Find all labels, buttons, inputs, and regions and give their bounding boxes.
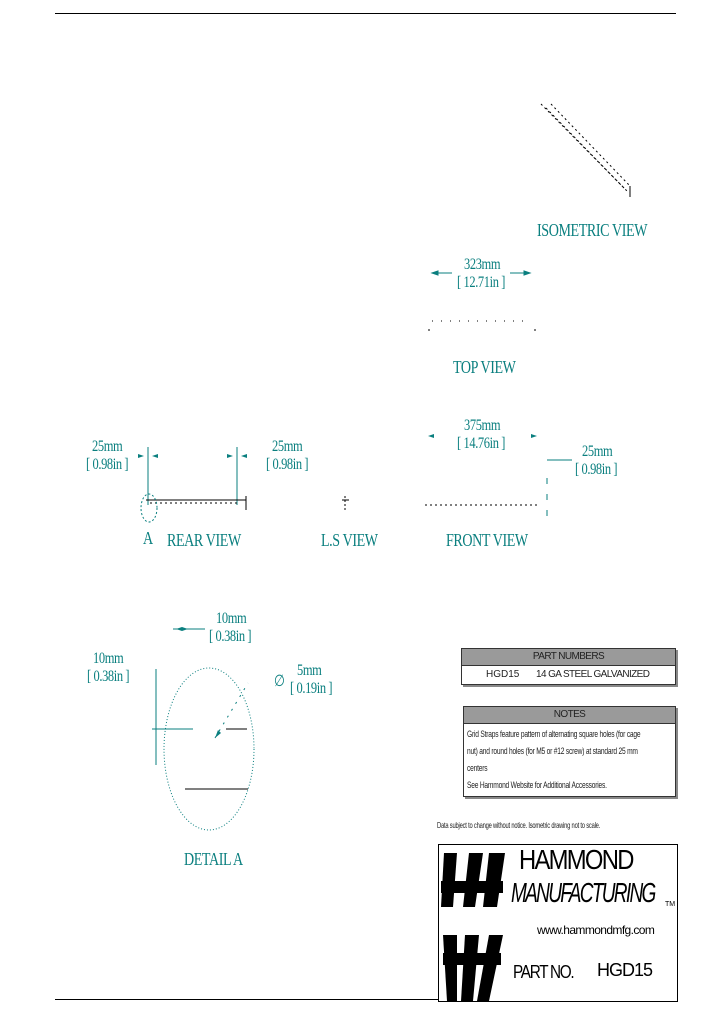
trademark: TM [665,901,676,908]
detail-hole-mm: 5mm [297,662,322,679]
ls-view-part [342,496,349,510]
isometric-view-label: ISOMETRIC VIEW [537,220,648,240]
disclaimer: Data subject to change without notice. I… [437,820,601,830]
front-height-mm: 25mm [582,443,613,460]
company-name-line2: MANUFACTURING [511,877,656,908]
front-width-mm: 375mm [464,417,501,434]
detail-vertical-in: [ 0.38in ] [87,668,130,685]
front-height-in: [ 0.98in ] [575,461,618,478]
title-block: HAMMOND MANUFACTURING TM www.hammondmfg.… [438,844,678,1002]
hammond-logo-icon [441,853,505,1001]
rear-left-mm: 25mm [92,438,123,455]
rear-right-in: [ 0.98in ] [266,456,309,473]
rear-right-mm: 25mm [272,438,303,455]
top-view-label: TOP VIEW [453,357,516,377]
detail-marker-a: A [143,528,153,548]
rear-left-in: [ 0.98in ] [86,456,129,473]
detail-horizontal-mm: 10mm [216,610,247,627]
note-line: centers [467,763,488,774]
bottom-border [55,999,676,1000]
rear-view-lines [138,447,247,523]
front-view-label: FRONT VIEW [446,530,528,550]
detail-hole-in: [ 0.19in ] [290,680,333,697]
note-line: nut) and round holes (for M5 or #12 scre… [467,746,638,757]
detail-horizontal-in: [ 0.38in ] [209,628,252,645]
diameter-symbol: ∅ [274,673,285,690]
isometric-part [540,103,631,197]
website: www.hammondmfg.com [537,923,655,937]
top-width-mm: 323mm [464,256,501,273]
part-description-cell: 14 GA STEEL GALVANIZED [536,669,650,680]
detail-vertical-mm: 10mm [93,650,124,667]
top-view-part [428,320,536,331]
part-number-cell: HGD15 [486,669,520,680]
top-dimension-arrows [430,270,532,276]
part-no-value: HGD15 [597,960,653,980]
part-numbers-header: PART NUMBERS [462,649,675,666]
detail-a-drawing [152,627,255,831]
notes-header: NOTES [464,707,675,724]
detail-a-label: DETAIL A [184,849,243,869]
notes-box: NOTES Grid Straps feature pattern of alt… [463,706,676,797]
top-width-in: [ 12.71in ] [457,274,506,291]
table-row: HGD15 14 GA STEEL GALVANIZED [462,666,675,684]
ls-view-label: L.S VIEW [321,530,378,550]
top-border [55,13,676,14]
rear-view-label: REAR VIEW [167,530,241,550]
front-view-lines [425,434,572,525]
note-line: See Hammond Website for Additional Acces… [467,780,607,791]
company-name-line1: HAMMOND [519,844,634,875]
note-line: Grid Straps feature pattern of alternati… [467,729,641,740]
part-no-label: PART NO. [513,962,575,982]
front-width-in: [ 14.76in ] [457,435,506,452]
part-numbers-table: PART NUMBERS HGD15 14 GA STEEL GALVANIZE… [461,648,676,685]
